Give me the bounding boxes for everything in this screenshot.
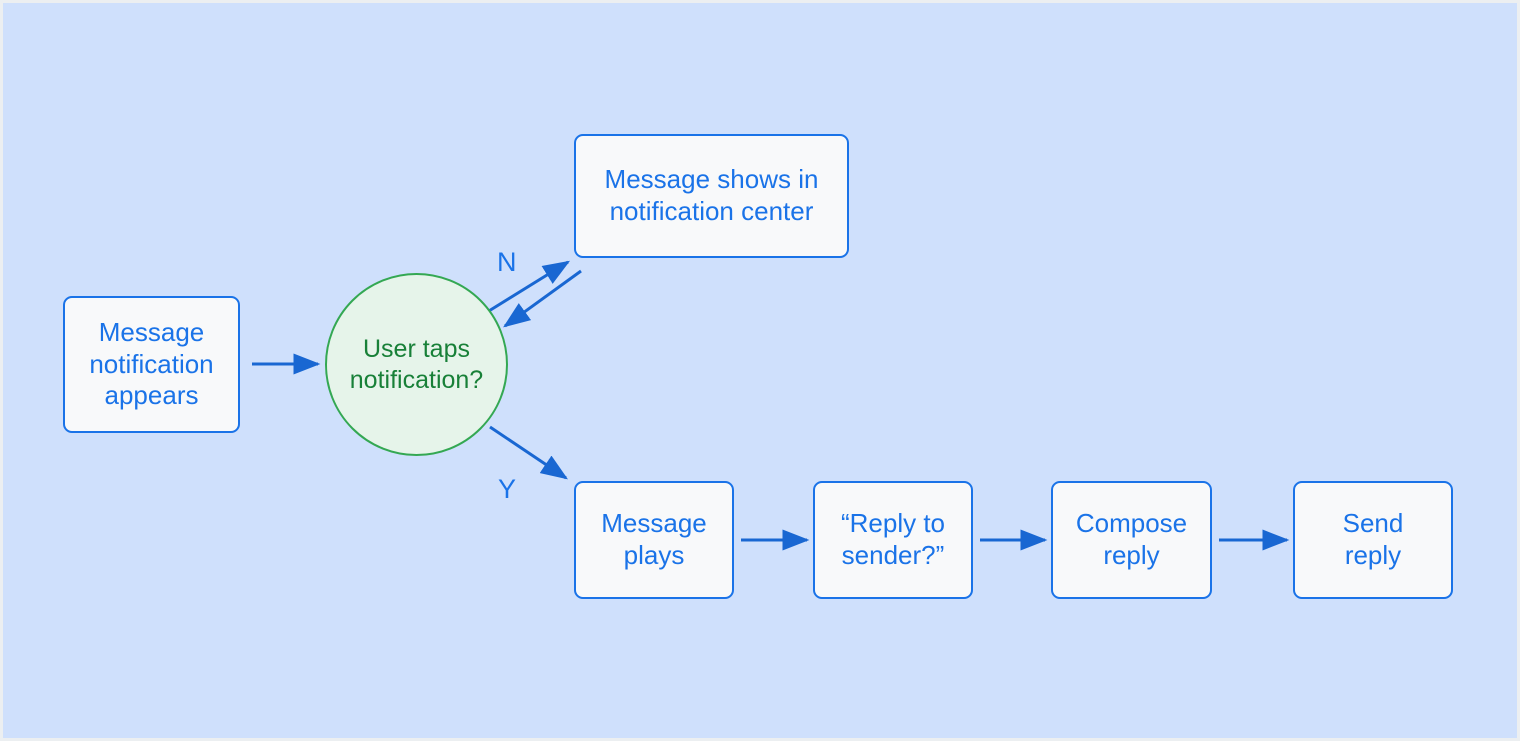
edge-decision-to-message-plays — [489, 425, 568, 480]
node-send-reply[interactable]: Send reply — [1293, 481, 1453, 599]
node-message-shows-in-notification-center[interactable]: Message shows in notification center — [574, 134, 849, 258]
node-label: Message shows in notification center — [604, 164, 819, 226]
node-label: User taps notification? — [349, 335, 484, 394]
node-user-taps-notification-decision[interactable]: User taps notification? — [325, 273, 508, 456]
edge-label-no: N — [497, 247, 517, 277]
edge-label-yes: Y — [498, 474, 517, 504]
node-message-plays[interactable]: Message plays — [574, 481, 734, 599]
node-reply-to-sender[interactable]: “Reply to sender?” — [813, 481, 973, 599]
node-label: “Reply to sender?” — [840, 508, 946, 570]
node-label: Send reply — [1342, 508, 1404, 570]
node-label: Compose reply — [1075, 508, 1188, 570]
node-message-notification-appears[interactable]: Message notification appears — [63, 296, 240, 433]
node-compose-reply[interactable]: Compose reply — [1051, 481, 1212, 599]
edge-notification-center-to-decision — [503, 269, 582, 328]
node-label: Message plays — [601, 508, 707, 570]
node-label: Message notification appears — [89, 316, 214, 411]
